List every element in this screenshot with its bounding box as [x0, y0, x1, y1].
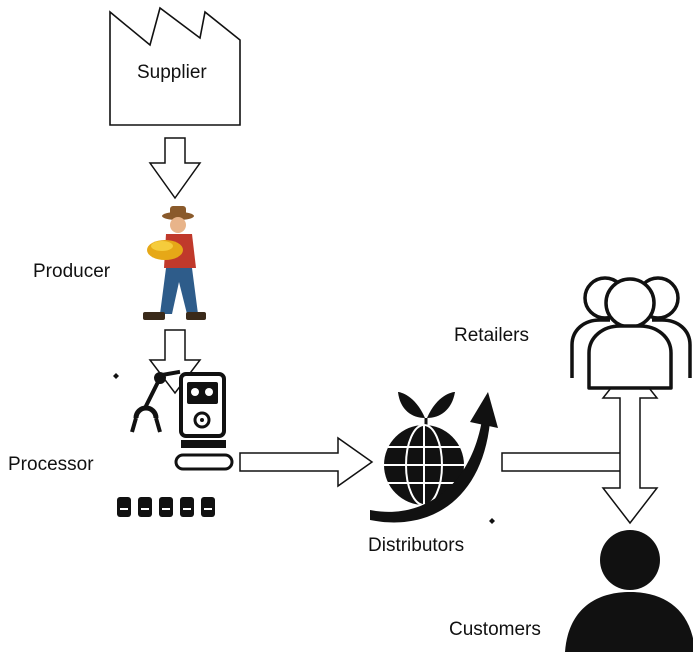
arrow-supplier-to-producer [148, 137, 202, 200]
factory-icon [109, 6, 241, 126]
retailers-label: Retailers [454, 325, 529, 346]
double-arrow-retailers-customers [601, 362, 659, 525]
distributors-label: Distributors [368, 535, 465, 556]
supplier-label: Supplier [137, 62, 207, 83]
robotic-processing-icon [113, 369, 234, 517]
arrow-distributors-to-market [501, 452, 640, 472]
customers-label: Customers [449, 619, 541, 640]
farmer-icon [143, 206, 206, 320]
people-group-icon [570, 276, 692, 390]
arrow-processor-to-distributors [239, 436, 374, 488]
processor-label: Processor [8, 454, 94, 475]
producer-label: Producer [33, 261, 111, 282]
person-icon [565, 530, 693, 652]
globe-growth-icon [370, 392, 498, 524]
